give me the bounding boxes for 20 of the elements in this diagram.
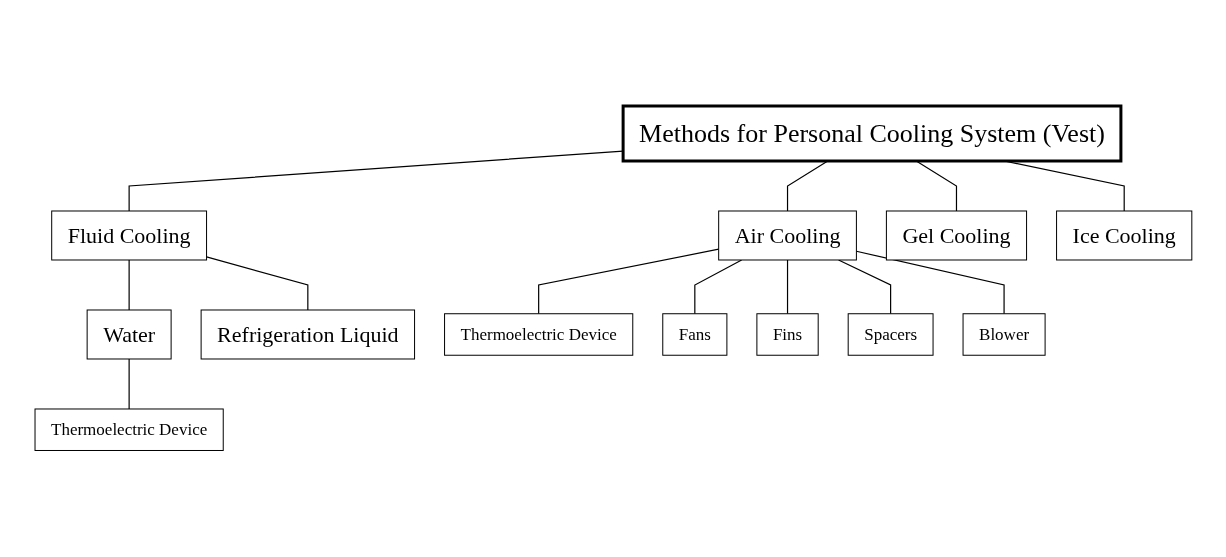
connector xyxy=(128,358,130,410)
connector xyxy=(205,256,309,311)
node-box: Thermoelectric Device xyxy=(34,408,224,452)
connector xyxy=(786,259,788,315)
connector xyxy=(693,259,742,315)
node-box: Blower xyxy=(962,313,1046,356)
node-box: Refrigeration Liquid xyxy=(200,309,415,360)
node-box: Thermoelectric Device xyxy=(443,313,633,356)
node-box: Fluid Cooling xyxy=(50,210,207,261)
connector xyxy=(128,259,130,311)
node-box: Spacers xyxy=(847,313,934,356)
node-box: Gel Cooling xyxy=(885,210,1027,261)
node-box: Air Cooling xyxy=(717,210,857,261)
node-box: Fins xyxy=(755,313,819,356)
node-box: Water xyxy=(86,309,172,360)
node-box: Methods for Personal Cooling System (Vest) xyxy=(621,104,1122,163)
node-box: Ice Cooling xyxy=(1055,210,1192,261)
node-box: Fans xyxy=(661,313,727,356)
connector xyxy=(855,250,1005,315)
connector xyxy=(537,248,719,315)
